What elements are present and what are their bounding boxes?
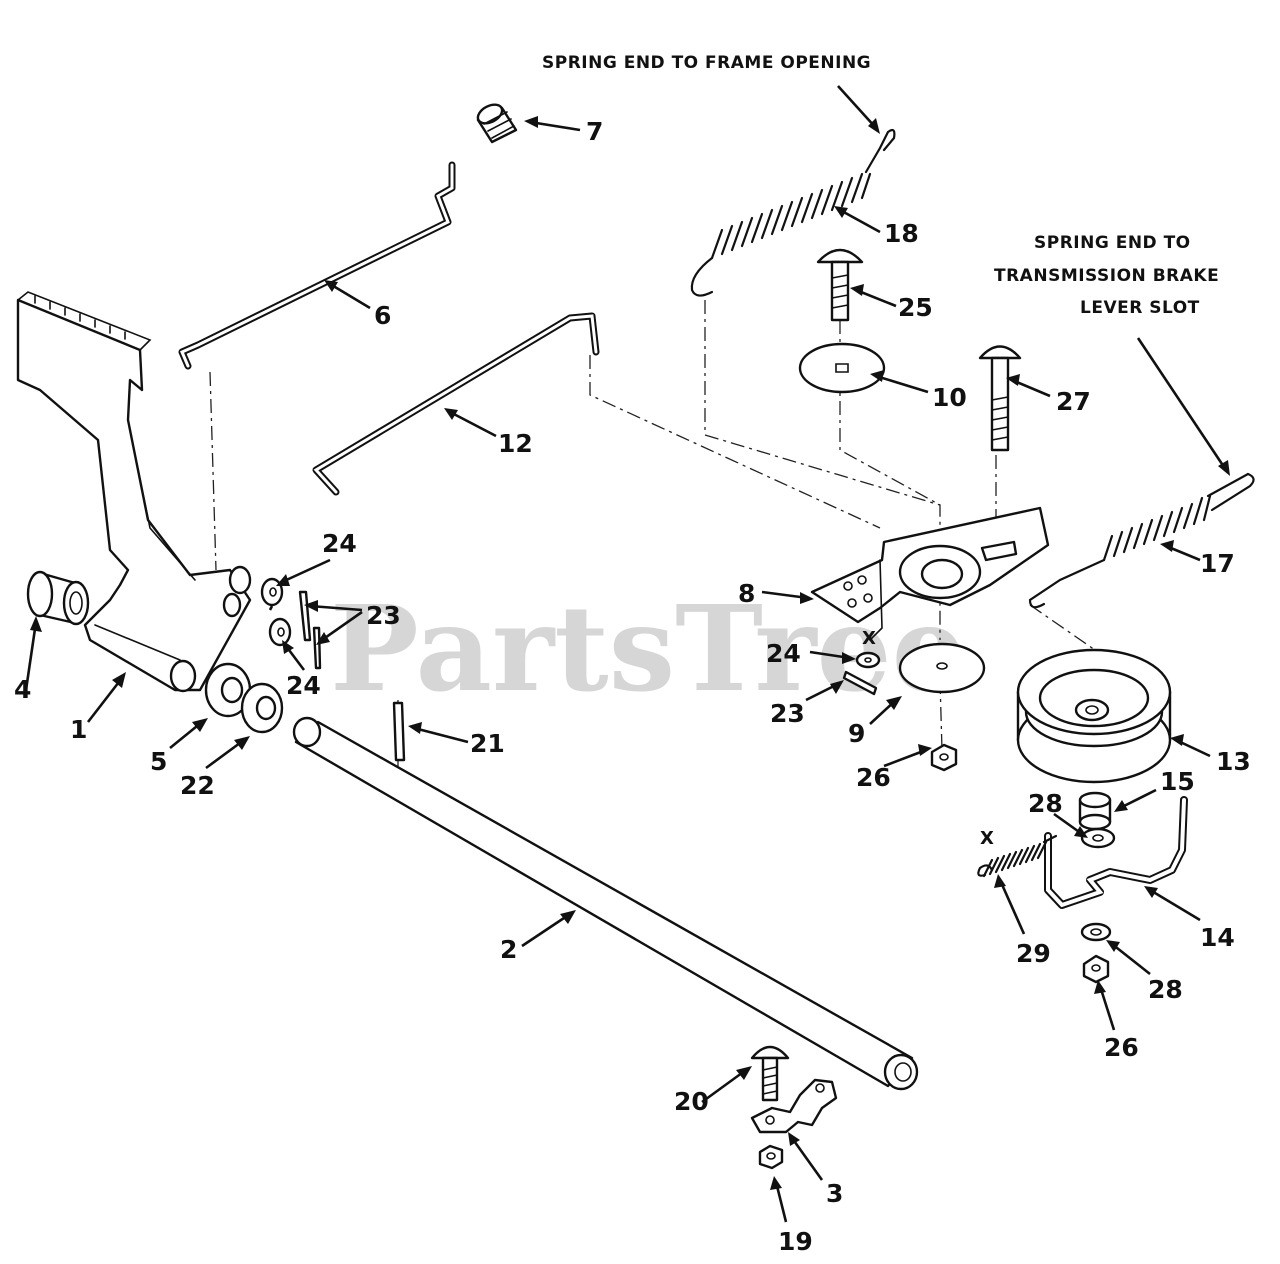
callout-20: 20 [674,1087,709,1116]
carriage-bolt-20 [750,1045,790,1102]
callout-26-a: 26 [856,763,891,792]
grip-7 [476,103,518,144]
carriage-bolt-27 [978,345,1022,452]
callout-23-b: 23 [770,699,805,728]
washer-28-lower [1080,922,1112,942]
callout-24-b: 24 [286,671,321,700]
carriage-bolt-25 [816,248,864,322]
spring-29 [977,834,1058,878]
spring-18 [690,128,896,297]
callout-7: 7 [586,117,603,146]
brake-pedal-arm [16,291,252,693]
washer-5 [204,662,252,718]
nut-26-upper [930,743,958,772]
marker-x-bracket: X [862,628,876,649]
note-spring-frame: SPRING END TO FRAME OPENING [542,53,871,73]
nut-26-lower [1082,954,1110,984]
note-spring-brake-line2: TRANSMISSION BRAKE [994,266,1219,286]
callout-14: 14 [1200,923,1235,952]
marker-x-spring: X [980,828,994,849]
callout-6: 6 [374,301,391,330]
note-spring-brake-line1: SPRING END TO [1034,233,1191,253]
nut-19 [758,1144,784,1170]
washer-24-bracket [855,651,881,669]
cross-shaft-2 [292,716,919,1091]
washer-9 [898,642,986,694]
note-spring-brake-line3: LEVER SLOT [1080,298,1200,318]
leader-arrows [24,85,1230,1223]
rod-6 [178,161,456,370]
callout-18: 18 [884,219,919,248]
idler-arm-14 [1044,796,1188,909]
cotter-pin-23-bracket [842,670,878,696]
callout-15: 15 [1160,767,1195,796]
callout-24-c: 24 [766,639,801,668]
callout-29: 29 [1016,939,1051,968]
callout-12: 12 [498,429,533,458]
washer-22 [240,682,284,734]
callout-4: 4 [14,675,31,704]
callout-23-a: 23 [366,601,401,630]
washer-28-upper [1080,827,1116,849]
cotter-pins-23 [298,590,322,670]
callout-labels: 4 1 5 22 24 23 24 21 6 7 12 2 20 3 19 8 … [14,117,1251,1256]
callout-27: 27 [1056,387,1091,416]
idler-bracket-8 [810,506,1050,641]
annotation-notes: SPRING END TO FRAME OPENING SPRING END T… [542,53,1219,318]
callout-21: 21 [470,729,505,758]
callout-8: 8 [738,579,755,608]
callout-2: 2 [500,935,517,964]
washer-10 [798,342,886,394]
callout-19: 19 [778,1227,813,1256]
callout-22: 22 [180,771,215,800]
callout-26-b: 26 [1104,1033,1139,1062]
callout-10: 10 [932,383,967,412]
callout-1: 1 [70,715,87,744]
callout-28-a: 28 [1028,789,1063,818]
callout-24-a: 24 [322,529,357,558]
spring-17 [1028,472,1255,609]
shaft-clamp-3 [750,1078,838,1134]
bushing-4 [26,570,90,626]
roll-pin-21 [392,701,406,762]
rod-12 [312,312,600,496]
idler-pulley-13 [1016,648,1172,784]
spacer-15 [1078,791,1112,831]
callout-5: 5 [150,747,167,776]
washer-24-lower [268,617,292,647]
callout-25: 25 [898,293,933,322]
callout-13: 13 [1216,747,1251,776]
callout-3: 3 [826,1179,843,1208]
callout-17: 17 [1200,549,1235,578]
callout-28-b: 28 [1148,975,1183,1004]
callout-9: 9 [848,719,865,748]
